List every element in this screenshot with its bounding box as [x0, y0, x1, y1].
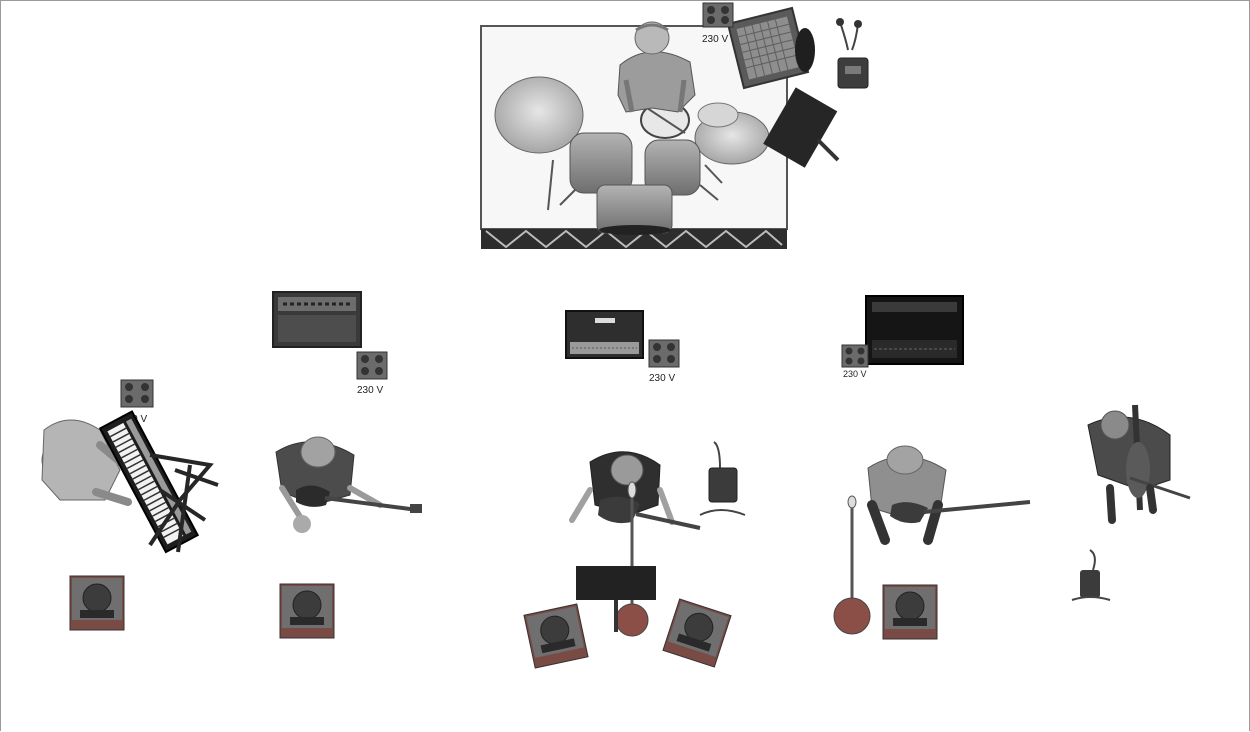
power-outlet-amp-center: 230 V: [649, 340, 679, 384]
guitar-amp-left: [273, 292, 361, 347]
floor-monitor-4: [663, 599, 731, 667]
floor-monitor-5: [883, 585, 937, 639]
floor-monitor-2: [280, 584, 334, 638]
in-ear-monitor: [836, 18, 868, 88]
tom-left: [570, 133, 632, 193]
power-outlet-amp-right: 230 V: [842, 345, 868, 379]
keyboard-instrument: [100, 412, 198, 553]
guitar-amp-center: [566, 311, 643, 358]
outlet-label-amp-center: 230 V: [649, 373, 675, 384]
guitar-left: [296, 485, 422, 513]
drum-monitor-cabinet: [728, 8, 815, 88]
floor-monitor-1: [70, 576, 124, 630]
outlet-label-amp-left: 230 V: [357, 385, 383, 396]
guitarist-left: [276, 437, 422, 533]
bass-amp-right: [866, 296, 963, 364]
cellist-head: [1101, 411, 1129, 439]
mic-stand-right: [834, 496, 870, 634]
crash-cymbal-left: [495, 77, 583, 153]
bassist-head: [887, 446, 923, 474]
floor-monitor-3: [524, 604, 588, 668]
hihat-cymbal: [698, 103, 738, 127]
bass-guitar: [890, 502, 1030, 523]
outlet-label-drum: 230 V: [702, 34, 728, 45]
power-outlet-amp-left: 230 V: [357, 352, 387, 396]
outlet-label-amp-right: 230 V: [843, 369, 867, 379]
cellist: [1088, 405, 1190, 520]
lead-singer-head: [611, 455, 643, 485]
guitarist-left-head: [301, 437, 335, 467]
wireless-bodypack-right: [1072, 550, 1110, 600]
wireless-bodypack-center: [700, 442, 745, 515]
bassist-right: [868, 446, 1030, 540]
